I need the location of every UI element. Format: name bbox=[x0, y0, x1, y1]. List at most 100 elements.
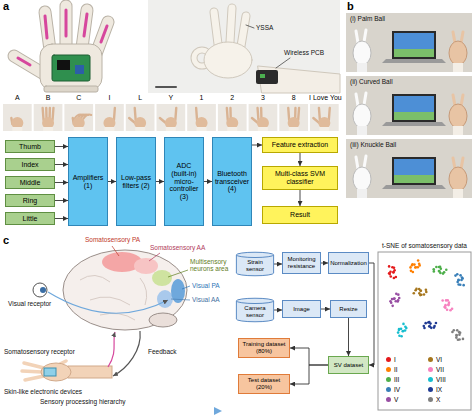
tsne-points bbox=[398, 297, 401, 300]
legend-item: X bbox=[428, 396, 440, 403]
legend-text: VIII bbox=[436, 376, 446, 383]
tsne-points bbox=[419, 294, 422, 297]
tsne-points bbox=[398, 328, 401, 331]
tsne-points bbox=[393, 266, 396, 269]
node-text: Normalization bbox=[330, 260, 367, 267]
pitching-photo bbox=[346, 139, 472, 198]
tsne-points bbox=[455, 334, 458, 337]
legend-item: IV bbox=[386, 386, 400, 393]
glove-illustration bbox=[75, 65, 84, 74]
pitching-photo bbox=[449, 167, 467, 191]
process-box: Feature extraction bbox=[262, 137, 338, 153]
sign-letter: I bbox=[94, 94, 125, 102]
hierarchy-label: Sensory processing hierarchy bbox=[40, 398, 126, 405]
connector-arrow bbox=[55, 200, 68, 201]
sign-letter: 8 bbox=[278, 94, 309, 102]
leader-line bbox=[112, 246, 119, 256]
sign-photo bbox=[318, 108, 321, 120]
sign-photo bbox=[289, 127, 299, 131]
pitching-photo bbox=[394, 175, 434, 183]
sign-photo bbox=[297, 108, 300, 120]
photo-caption: (i) Palm Ball bbox=[350, 15, 385, 22]
node-text: Camera sensor bbox=[238, 305, 272, 318]
node-text: Training dataset (80%) bbox=[241, 341, 287, 354]
glove-photo bbox=[148, 0, 340, 93]
sign-photo bbox=[328, 108, 331, 120]
photo-caption: (iii) Knuckle Ball bbox=[350, 141, 396, 148]
sign-photo bbox=[157, 104, 186, 131]
sign-photo bbox=[287, 108, 290, 120]
tsne-points bbox=[446, 308, 449, 311]
sign-photo bbox=[34, 104, 63, 131]
tsne-points bbox=[459, 274, 462, 277]
sign-photo bbox=[256, 108, 259, 120]
pitching-photo bbox=[357, 63, 367, 72]
brain-area-label: Somatosensory AA bbox=[150, 244, 205, 251]
cylinder-outline bbox=[236, 252, 273, 276]
legend-swatch bbox=[386, 387, 391, 392]
tsne-points bbox=[427, 321, 430, 324]
tsne-points bbox=[388, 259, 465, 341]
node-text: Multi-class SVM classifier bbox=[265, 170, 335, 186]
sign-photo bbox=[249, 104, 278, 131]
plot-title: t-SNE of somatosensory data bbox=[378, 242, 471, 249]
legend-item: VIII bbox=[428, 376, 446, 383]
pitching-photo bbox=[394, 49, 434, 57]
tsne-points bbox=[388, 273, 391, 276]
panel-letter: b bbox=[347, 0, 354, 13]
legend-text: X bbox=[436, 396, 440, 403]
glove-illustration bbox=[65, 10, 68, 36]
sign-photo bbox=[12, 127, 22, 131]
leader-line bbox=[149, 253, 160, 261]
tsne-points bbox=[439, 266, 442, 269]
tsne-plot-frame bbox=[378, 252, 471, 410]
glove-photo bbox=[230, 8, 232, 42]
legend-swatch bbox=[428, 387, 433, 392]
glove-illustration bbox=[40, 44, 102, 90]
callout-label: YSSA bbox=[256, 24, 273, 31]
pitching-photo bbox=[392, 157, 436, 185]
sign-photo bbox=[64, 104, 93, 131]
process-box: ADC (built-in) micro-controller (3) bbox=[164, 137, 204, 226]
pitching-photo bbox=[392, 31, 436, 59]
connector-arrow bbox=[300, 190, 301, 206]
connector-arrow bbox=[55, 182, 68, 183]
pitching-photo bbox=[394, 33, 434, 57]
process-box: Image bbox=[282, 300, 321, 318]
sign-photo bbox=[41, 108, 44, 120]
process-box: Normalization bbox=[328, 252, 369, 274]
tsne-points bbox=[461, 276, 464, 279]
pitching-photo bbox=[357, 189, 367, 198]
leader-line bbox=[182, 286, 190, 289]
legend-item: VII bbox=[428, 366, 444, 373]
sign-photo bbox=[3, 104, 339, 131]
glove-illustration bbox=[84, 14, 87, 36]
sign-photo bbox=[174, 108, 177, 120]
tsne-points bbox=[391, 305, 394, 308]
tsne-points bbox=[413, 292, 416, 295]
sign-photo bbox=[134, 108, 137, 120]
tsne-points bbox=[453, 329, 456, 332]
tsne-points bbox=[404, 329, 407, 332]
connector-arrow bbox=[290, 365, 328, 384]
glove-illustration bbox=[14, 6, 108, 92]
tsne-points bbox=[409, 266, 412, 269]
tsne-points bbox=[396, 300, 399, 303]
tsne-points bbox=[428, 325, 431, 328]
tsne-points bbox=[443, 306, 446, 309]
glove-photo bbox=[214, 12, 218, 44]
finger-box: Middle bbox=[5, 176, 55, 189]
sign-photo bbox=[218, 104, 247, 131]
connector-arrow bbox=[290, 348, 328, 365]
tsne-points bbox=[457, 338, 460, 341]
tsne-points bbox=[402, 323, 405, 326]
legend-item: III bbox=[386, 376, 399, 383]
pitching-photo bbox=[356, 94, 358, 106]
sign-photo bbox=[319, 127, 329, 131]
tsne-points bbox=[422, 325, 425, 328]
tsne-points bbox=[405, 327, 408, 330]
cylinder-outline bbox=[236, 255, 273, 258]
pitching-photo bbox=[357, 126, 367, 135]
tsne-points bbox=[435, 266, 438, 269]
tsne-points bbox=[417, 266, 420, 269]
